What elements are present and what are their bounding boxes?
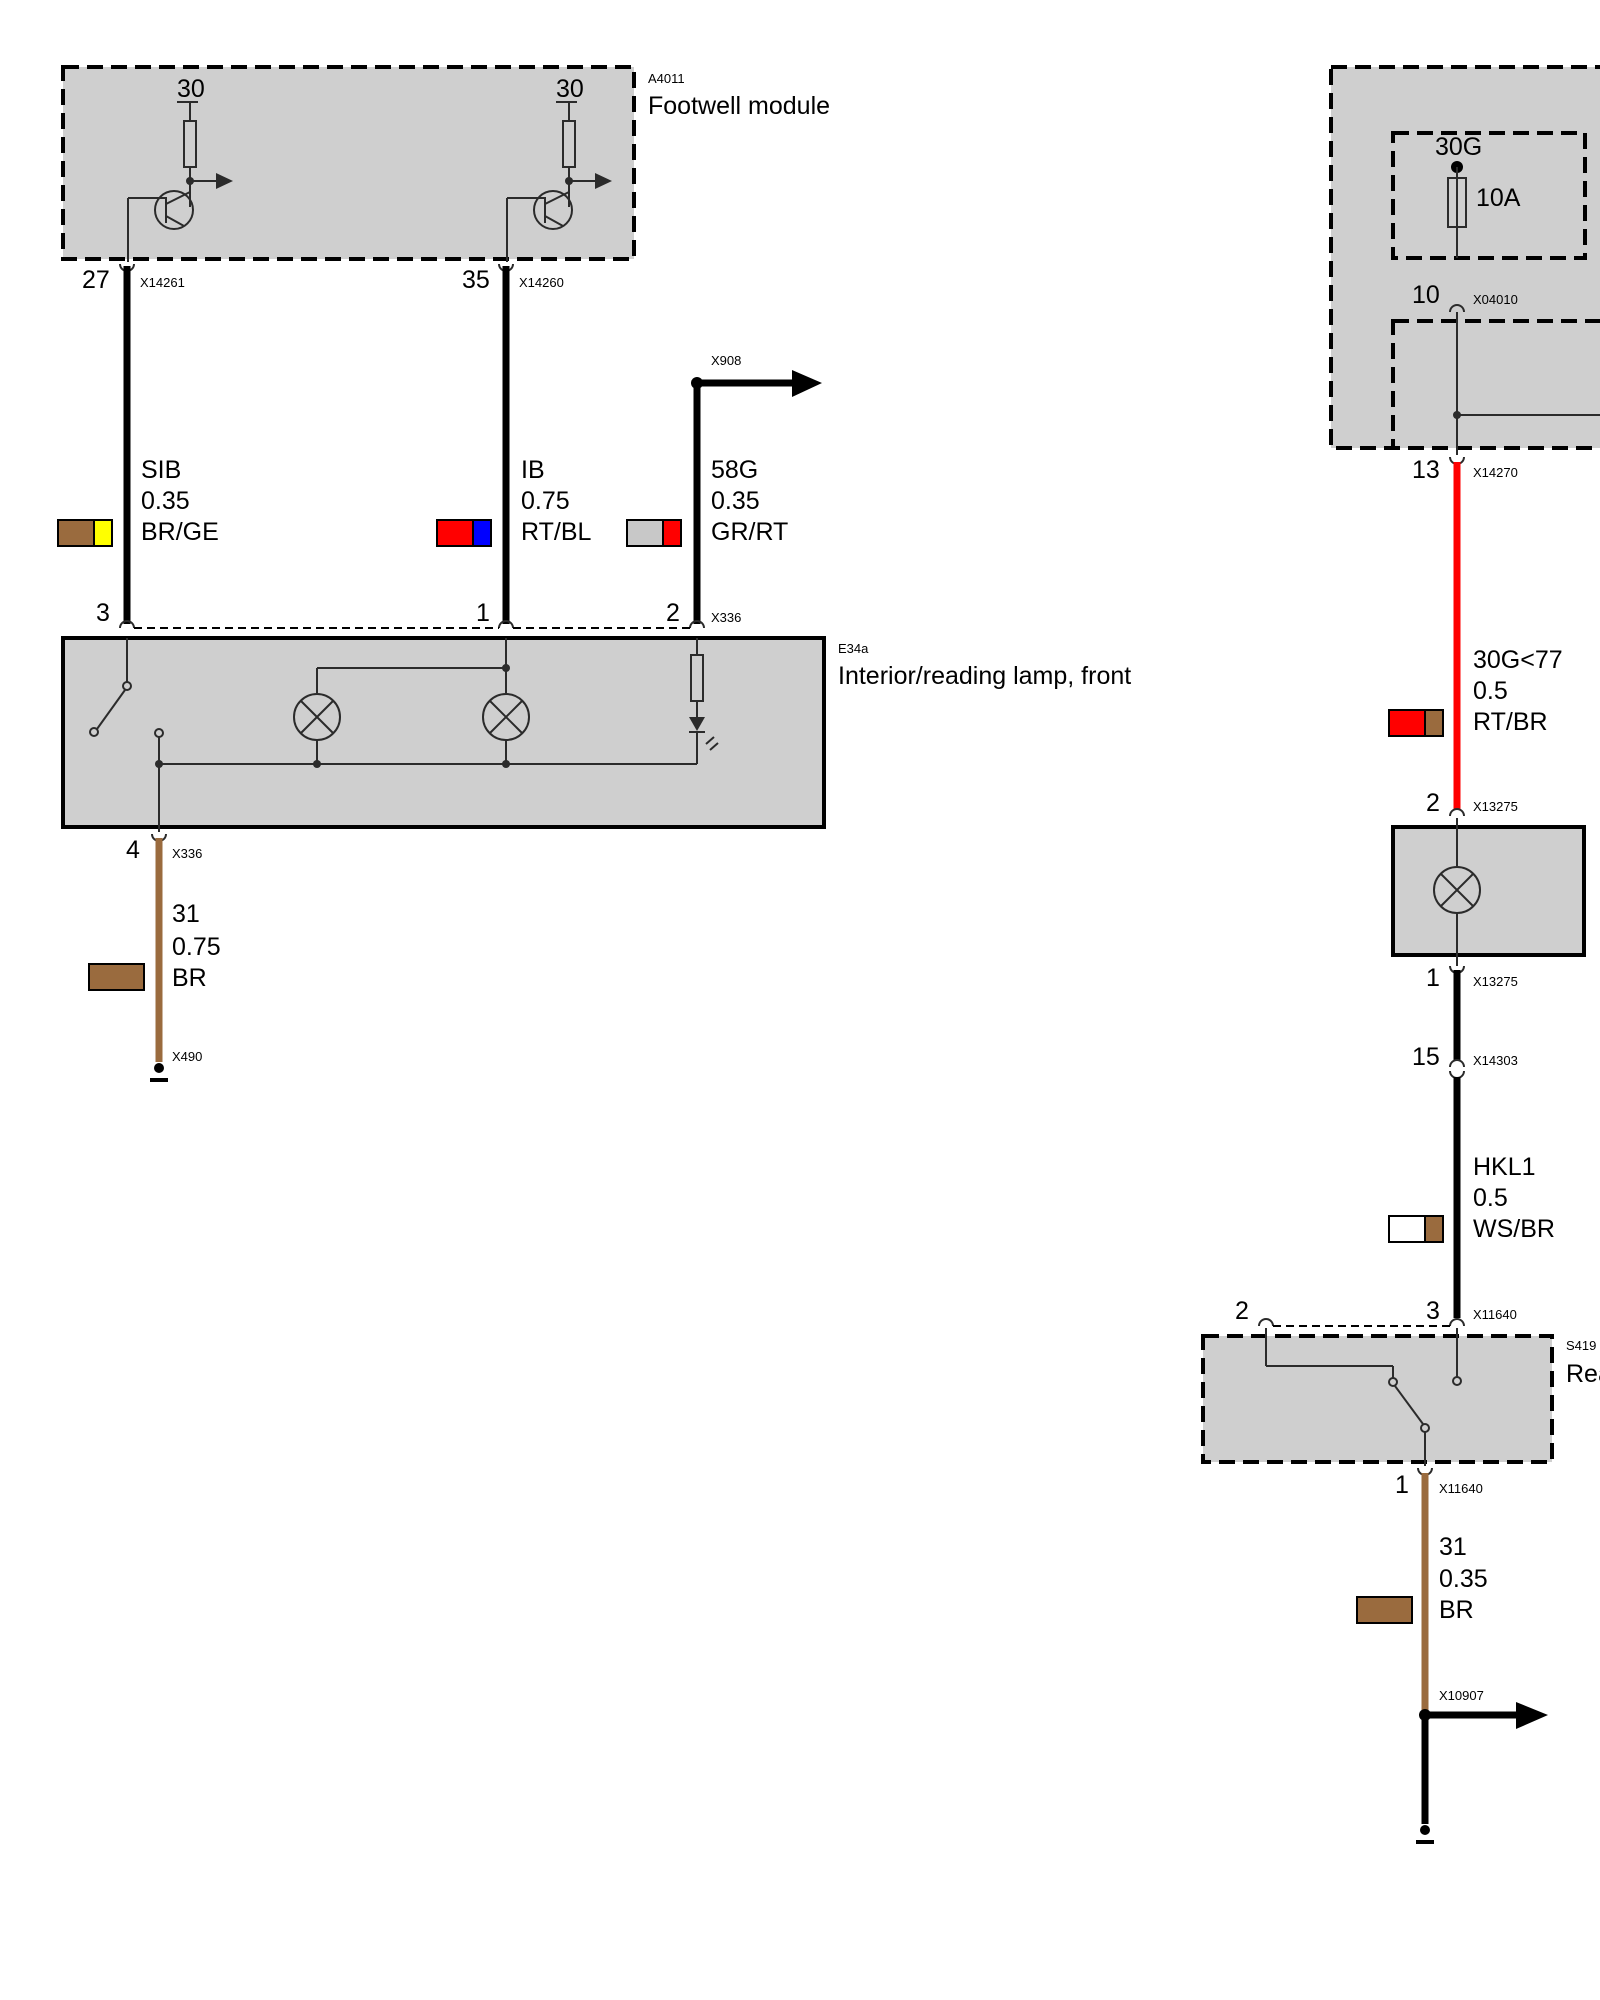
connector-x11640-top: X11640 [1473, 1307, 1517, 1322]
indicator-led [689, 638, 719, 764]
wire-hkl1: HKL1 0.5 WS/BR [1388, 1077, 1555, 1318]
fuse-terminal-label: 30G [1435, 133, 1482, 161]
fuse-carrier-module: 30G 10A 10 X04010 [1329, 65, 1600, 455]
pin-35-label: 35 [462, 266, 490, 294]
lamp-front-module: E34a Interior/reading lamp, front [61, 636, 1131, 832]
footwell-module: A4011 Footwell module 30 30 [61, 65, 830, 262]
wire-30g-signal: 30G<77 [1473, 646, 1563, 674]
wire-30g-gauge: 0.5 [1473, 677, 1508, 705]
lamp-pin-4-connector: 4 X336 [126, 833, 202, 864]
wire-swatch-rt-br [1388, 709, 1444, 737]
wire-swatch-rt-bl [436, 519, 492, 547]
connector-x490: X490 [172, 1049, 202, 1064]
footwell-module-name: Footwell module [648, 92, 830, 120]
lamp-front-top-pins: 3 1 2 X336 [96, 599, 741, 629]
pin-27-label: 27 [82, 266, 110, 294]
wire-ib-gauge: 0.75 [521, 487, 570, 515]
wire-ground-front: 31 0.75 BR X490 [88, 838, 221, 1082]
fuse-pin-10-label: 10 [1412, 281, 1440, 309]
switch-pin-2-label: 2 [1235, 1297, 1249, 1325]
connector-x13275-top: X13275 [1473, 799, 1518, 814]
supply-label-right: 30 [556, 75, 584, 103]
wire-58g: X908 58G 0.35 GR/RT [626, 353, 822, 624]
fuse-rating-label: 10A [1476, 184, 1521, 212]
rear-switch-name: Rea [1566, 1360, 1600, 1388]
connector-x908: X908 [711, 353, 741, 368]
wire-swatch-br-ge [57, 519, 113, 547]
wire-ib-signal: IB [521, 456, 545, 484]
wire-swatch-br-rear [1356, 1596, 1413, 1624]
output-stage-left: 30 [127, 75, 233, 262]
wire-gnd-rear-gauge: 0.35 [1439, 1565, 1488, 1593]
wire-hkl1-signal: HKL1 [1473, 1153, 1536, 1181]
lamp-pin-4-label: 4 [126, 836, 140, 864]
wire-gnd-rear-signal: 31 [1439, 1533, 1467, 1561]
pin-15-connector: 15 X14303 [1412, 1043, 1518, 1079]
connector-x14270: X14270 [1473, 465, 1518, 480]
rear-switch-id: S419 [1566, 1338, 1596, 1353]
rear-lamp-module [1391, 818, 1586, 966]
connector-x11640-bottom: X11640 [1439, 1481, 1483, 1496]
connector-x14261: X14261 [140, 275, 185, 290]
connector-x14303: X14303 [1473, 1053, 1518, 1068]
pin-27-connector: 27 X14261 [82, 263, 185, 294]
lamp-pin-2-label: 2 [666, 599, 680, 627]
rear-lamp-pin-2-connector: 2 X13275 [1426, 789, 1518, 817]
switch-top-pins: 2 3 X11640 [1235, 1297, 1517, 1327]
wire-ground-rear: 31 0.35 BR X10907 [1356, 1473, 1548, 1844]
connector-x336-top: X336 [711, 610, 741, 625]
wire-hkl1-color: WS/BR [1473, 1215, 1555, 1243]
wire-gnd-front-gauge: 0.75 [172, 933, 221, 961]
module-pin-13-connector: 13 X14270 [1412, 456, 1518, 484]
connector-x14260: X14260 [519, 275, 564, 290]
switch-pin-1-label: 1 [1395, 1471, 1409, 1499]
rear-lamp-pin-1-connector: 1 X13275 [1426, 964, 1518, 992]
wire-58g-signal: 58G [711, 456, 758, 484]
lamp-front-name: Interior/reading lamp, front [838, 662, 1131, 690]
wire-swatch-ws-br [1388, 1215, 1444, 1243]
wire-sib-color: BR/GE [141, 518, 219, 546]
wire-58g-color: GR/RT [711, 518, 788, 546]
wire-sib-gauge: 0.35 [141, 487, 190, 515]
supply-label-left: 30 [177, 75, 205, 103]
wire-sib-signal: SIB [141, 456, 181, 484]
wire-swatch-gr-rt [626, 519, 682, 547]
rear-switch-module: S419 Rea [1201, 1328, 1600, 1466]
wire-30g: 30G<77 0.5 RT/BR [1388, 462, 1563, 810]
lamp-pin-3-label: 3 [96, 599, 110, 627]
wire-swatch-br-front [88, 963, 145, 991]
rear-lamp-pin-1-label: 1 [1426, 964, 1440, 992]
rear-lamp-pin-2-label: 2 [1426, 789, 1440, 817]
wire-gnd-rear-color: BR [1439, 1596, 1474, 1624]
switch-pin-1-connector: 1 X11640 [1395, 1467, 1483, 1499]
footwell-module-id: A4011 [648, 71, 685, 86]
wire-ib-color: RT/BL [521, 518, 591, 546]
wire-hkl1-gauge: 0.5 [1473, 1184, 1508, 1212]
wire-ib: IB 0.75 RT/BL [436, 266, 591, 624]
wire-58g-gauge: 0.35 [711, 487, 760, 515]
connector-x10907: X10907 [1439, 1688, 1484, 1703]
connector-x13275-bottom: X13275 [1473, 974, 1518, 989]
wire-30g-color: RT/BR [1473, 708, 1548, 736]
wire-gnd-front-signal: 31 [172, 900, 200, 928]
connector-x04010: X04010 [1473, 292, 1518, 307]
lamp-front-id: E34a [838, 641, 869, 656]
wire-gnd-front-color: BR [172, 964, 207, 992]
module-pin-13-label: 13 [1412, 456, 1440, 484]
wire-sib: SIB 0.35 BR/GE [57, 266, 219, 624]
switch-pin-3-label: 3 [1426, 1297, 1440, 1325]
door-contact-switch [89, 638, 164, 832]
lamp-pin-1-label: 1 [476, 599, 490, 627]
output-stage-right: 30 [506, 75, 612, 262]
pin-35-connector: 35 X14260 [462, 263, 564, 294]
connector-x336-bottom: X336 [172, 846, 202, 861]
pin-15-label: 15 [1412, 1043, 1440, 1071]
